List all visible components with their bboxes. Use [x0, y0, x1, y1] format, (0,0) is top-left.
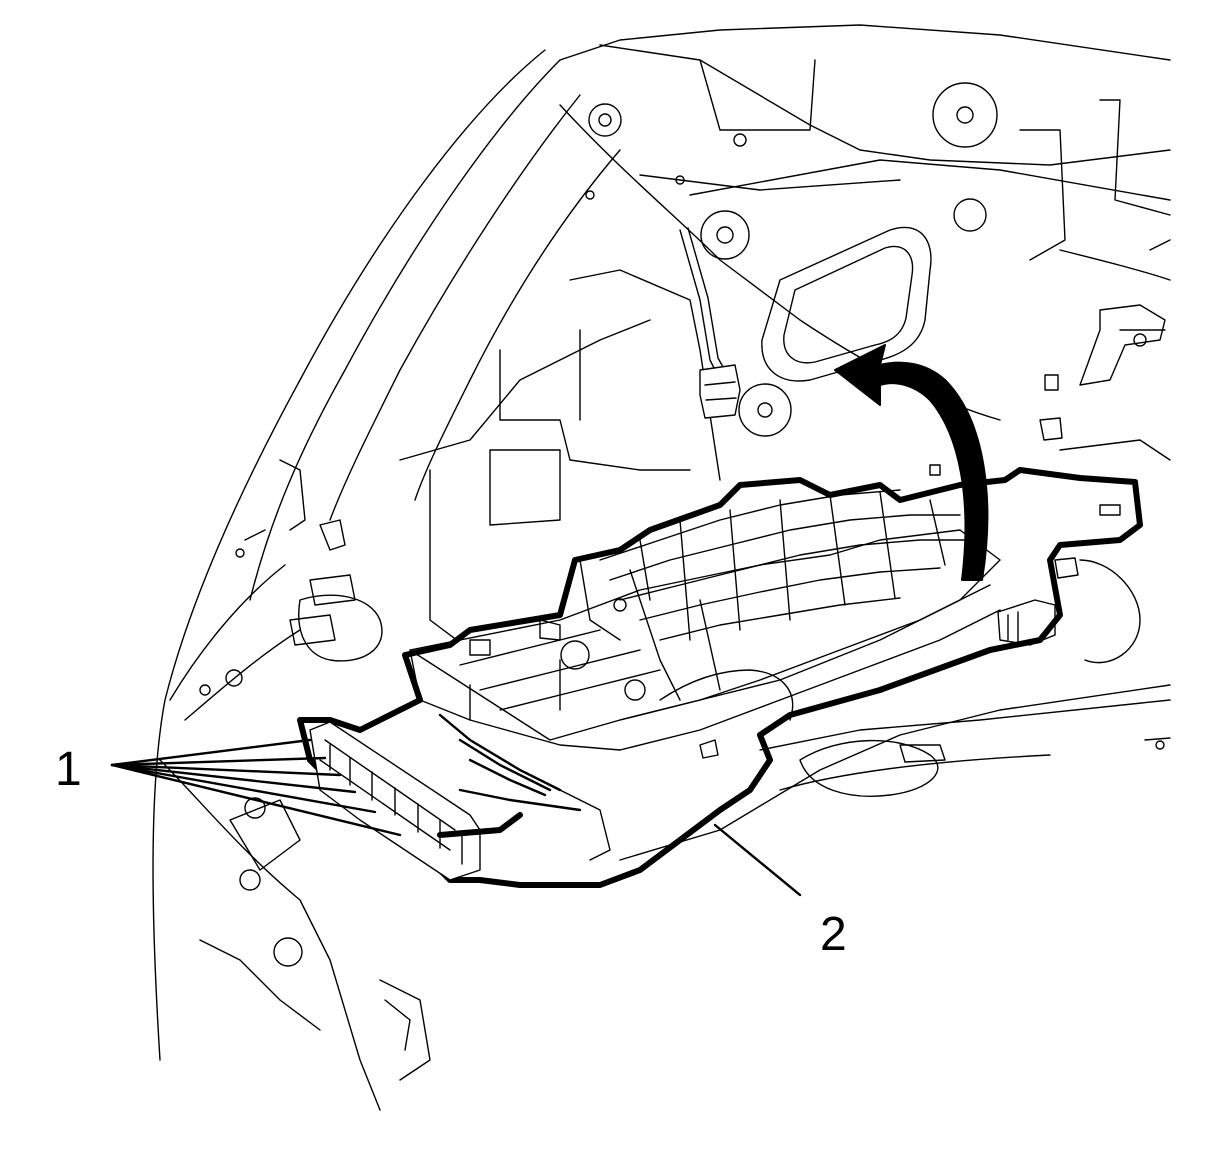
tray-mesh	[599, 489, 976, 641]
wall-connector	[679, 227, 741, 419]
curved-arrow-icon	[834, 344, 989, 581]
tray-assembly	[409, 489, 1121, 759]
connector-block	[309, 713, 611, 881]
callout-label-1: 1	[55, 743, 82, 796]
callout-2-leader	[713, 823, 802, 897]
callout-1-leaders	[110, 738, 402, 837]
vehicle-body-lineart	[152, 24, 1171, 1111]
callout-label-2: 2	[820, 908, 847, 961]
